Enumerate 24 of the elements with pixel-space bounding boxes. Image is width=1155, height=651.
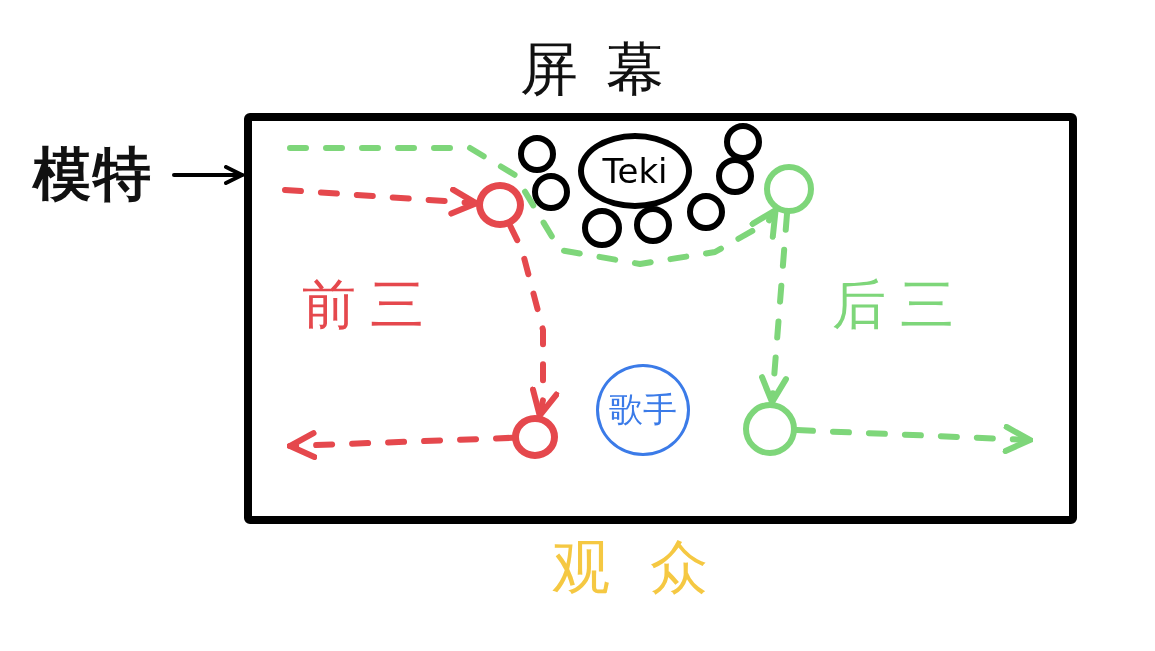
performer-circle — [634, 206, 672, 244]
performer-circle — [532, 173, 570, 211]
singer-circle: 歌手 — [596, 364, 690, 456]
dashed-arrow — [287, 430, 515, 461]
position-circle — [476, 182, 524, 228]
performer-circle — [518, 135, 556, 173]
screen-label: 屏幕 — [520, 40, 692, 98]
performer-circle — [687, 193, 725, 231]
performer-circle — [716, 157, 754, 195]
position-circle — [764, 164, 814, 214]
front-three-label: 前三 — [302, 278, 438, 332]
model-label: 模特 — [18, 135, 168, 215]
performer-oval: Teki — [578, 133, 692, 209]
position-circle — [512, 415, 558, 459]
audience-label: 观众 — [552, 538, 748, 596]
dashed-arrow — [794, 424, 1033, 454]
stage-rectangle — [244, 113, 1077, 524]
performer-circle — [724, 123, 762, 161]
arrow — [172, 165, 244, 185]
dashed-arrow — [507, 222, 560, 419]
performer-circle — [582, 208, 622, 248]
dashed-arrow — [287, 145, 779, 267]
back-three-label: 后三 — [832, 278, 968, 332]
position-circle — [743, 402, 797, 456]
